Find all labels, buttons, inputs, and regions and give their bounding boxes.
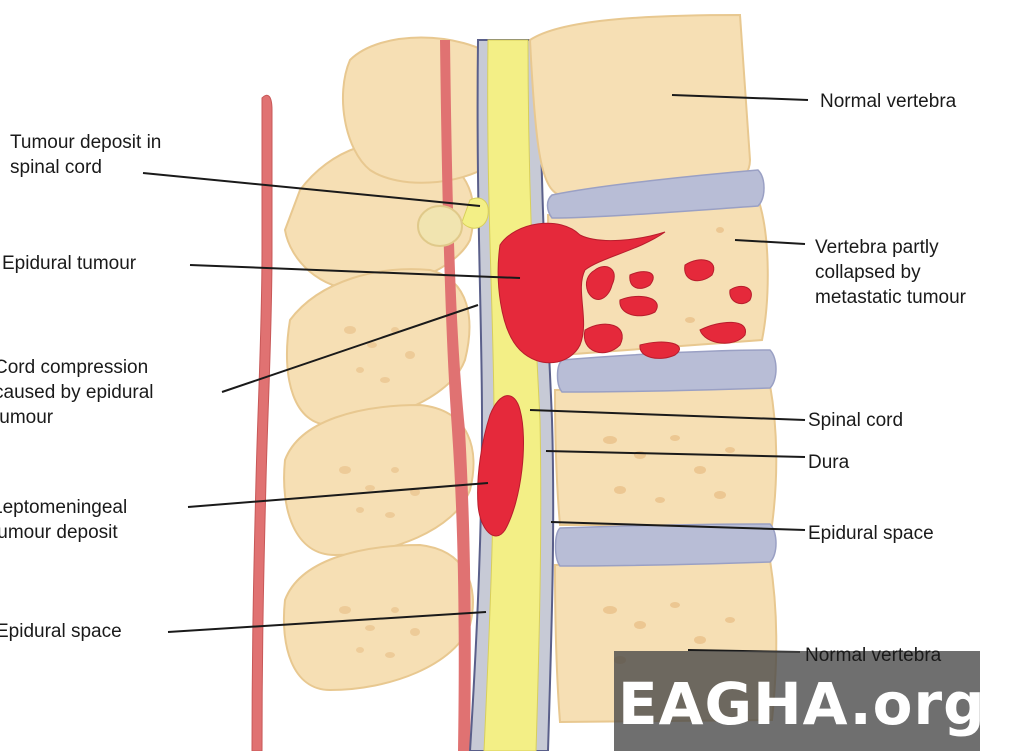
- label-epidural-tumour: Epidural tumour: [2, 251, 136, 276]
- label-tumour-deposit-spinal-cord: Tumour deposit in spinal cord: [10, 130, 161, 180]
- label-leptomeningeal-deposit: Leptomeningeal tumour deposit: [0, 495, 127, 545]
- label-vertebra-partly-collapsed: Vertebra partly collapsed by metastatic …: [815, 235, 966, 310]
- label-epidural-space-left: Epidural space: [0, 619, 122, 644]
- blood-vessel: [252, 95, 272, 751]
- facet-joint: [418, 206, 462, 246]
- label-epidural-space-right: Epidural space: [808, 521, 934, 546]
- label-normal-vertebra-bottom: Normal vertebra: [805, 643, 941, 668]
- label-cord-compression: Cord compression caused by epidural tumo…: [0, 355, 154, 430]
- watermark-text: EAGHA.org: [618, 668, 998, 740]
- label-dura: Dura: [808, 450, 849, 475]
- label-spinal-cord: Spinal cord: [808, 408, 903, 433]
- label-normal-vertebra-top: Normal vertebra: [820, 89, 956, 114]
